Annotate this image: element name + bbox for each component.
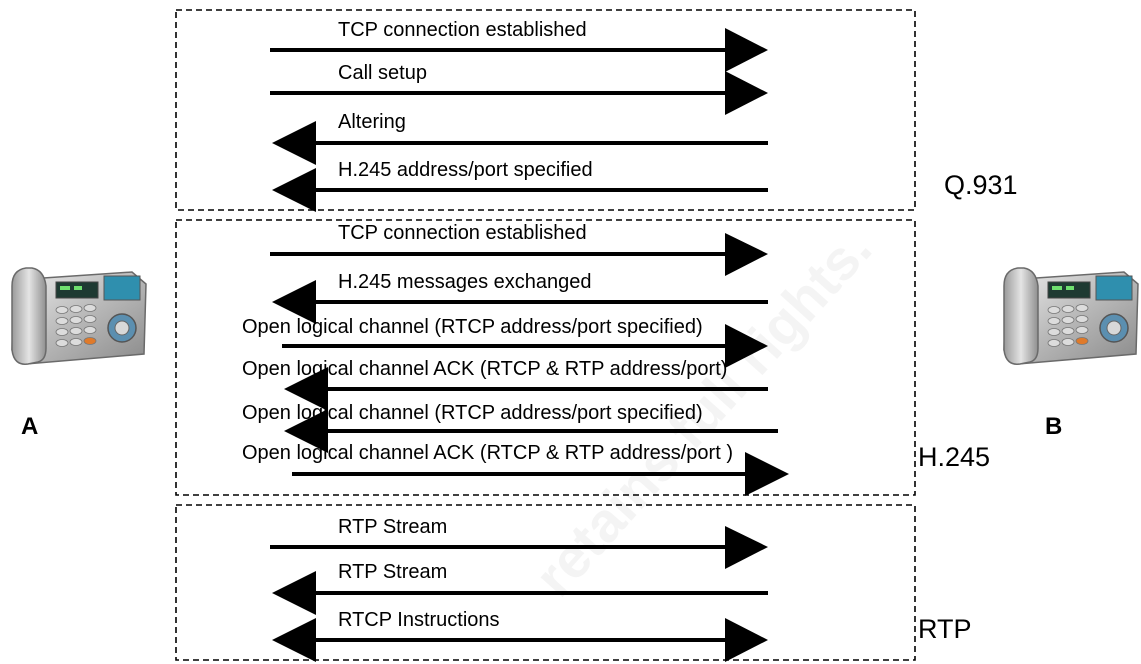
endpoint-label-a: A bbox=[21, 413, 38, 440]
arrowhead-right bbox=[725, 233, 768, 276]
message-label: H.245 address/port specified bbox=[338, 159, 593, 181]
message-label: Open logical channel ACK (RTCP & RTP add… bbox=[242, 442, 733, 464]
endpoint-label-b: B bbox=[1045, 413, 1062, 440]
message-label: Open logical channel (RTCP address/port … bbox=[242, 402, 703, 424]
message-label: TCP connection established bbox=[338, 19, 587, 41]
message-label: Altering bbox=[338, 111, 406, 133]
arrowhead-left bbox=[272, 280, 316, 324]
arrowhead-right bbox=[725, 526, 768, 569]
arrowhead-left bbox=[272, 571, 316, 615]
message-label: RTP Stream bbox=[338, 516, 447, 538]
arrowhead-left bbox=[272, 168, 316, 212]
message-label: RTP Stream bbox=[338, 561, 447, 583]
message-label: RTCP Instructions bbox=[338, 609, 500, 631]
arrowhead-left bbox=[284, 409, 328, 453]
section-label-h245: H.245 bbox=[918, 442, 990, 472]
section-box-rtp bbox=[175, 504, 916, 661]
arrowhead-right bbox=[725, 618, 768, 662]
phone-b-icon bbox=[1003, 267, 1139, 365]
phone-a-icon bbox=[11, 267, 147, 365]
message-label: Open logical channel (RTCP address/port … bbox=[242, 316, 703, 338]
arrowhead-right bbox=[745, 452, 789, 496]
arrowhead-left bbox=[284, 367, 328, 411]
section-label-q931: Q.931 bbox=[944, 170, 1018, 200]
arrowhead-left bbox=[272, 121, 316, 165]
arrowhead-left bbox=[272, 618, 316, 662]
arrowhead-right bbox=[725, 324, 768, 368]
arrowhead-right bbox=[725, 28, 768, 72]
section-label-rtp: RTP bbox=[918, 614, 972, 644]
message-label: Call setup bbox=[338, 62, 427, 84]
section-box-h245 bbox=[175, 219, 916, 496]
message-label: Open logical channel ACK (RTCP & RTP add… bbox=[242, 358, 727, 380]
message-label: TCP connection established bbox=[338, 222, 587, 244]
message-label: H.245 messages exchanged bbox=[338, 271, 592, 293]
arrowhead-right bbox=[725, 71, 768, 115]
